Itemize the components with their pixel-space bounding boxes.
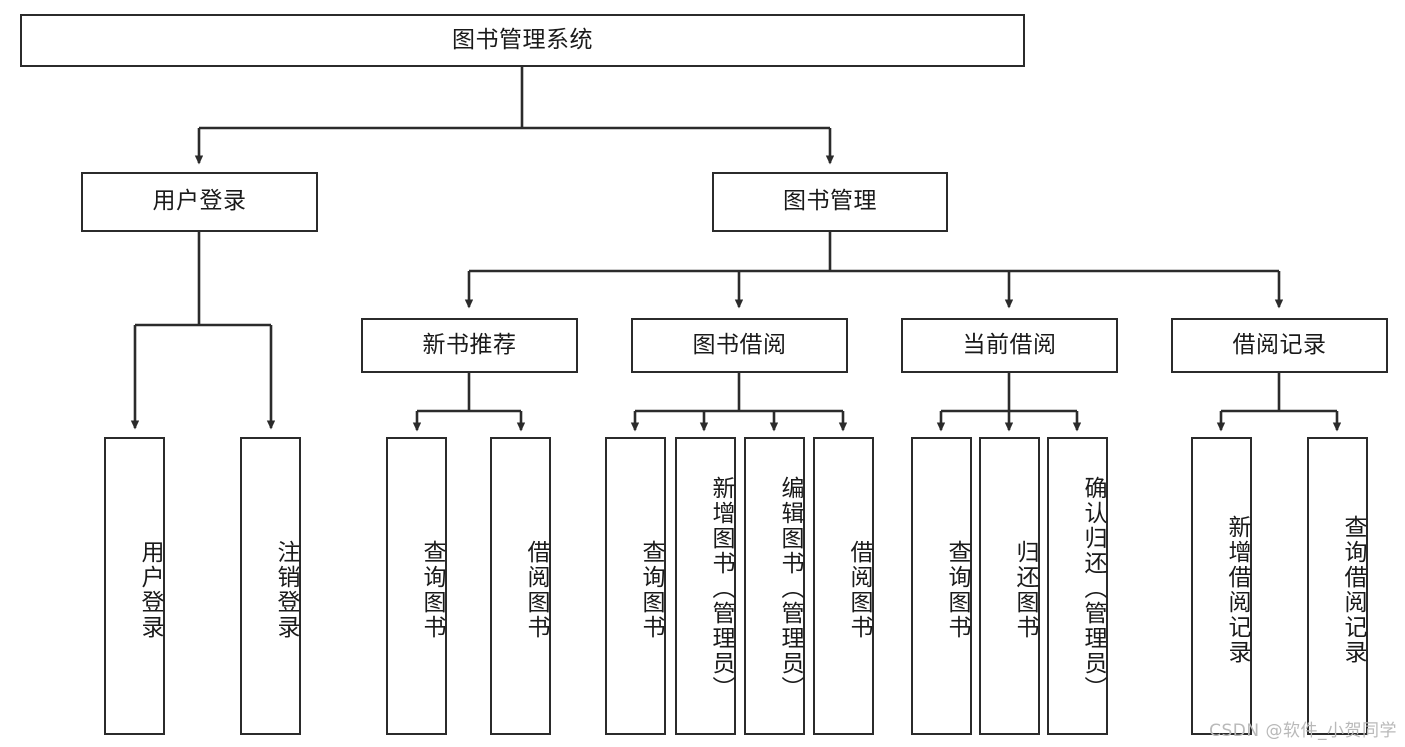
leaf-return-book[interactable]: 归还图书 [979,437,1040,735]
leaf-query-book-recommend[interactable]: 查询图书 [386,437,447,735]
leaf-borrow-book-recommend[interactable]: 借阅图书 [490,437,551,735]
leaf-add-borrow-record[interactable]: 新增借阅记录 [1191,437,1252,735]
leaf-logout-login[interactable]: 注销登录 [240,437,301,735]
leaf-query-book-current[interactable]: 查询图书 [911,437,972,735]
node-book-management[interactable]: 图书管理 [712,172,948,232]
leaf-query-book-borrow[interactable]: 查询图书 [605,437,666,735]
leaf-confirm-return-admin[interactable]: 确认归还（管理员） [1047,437,1108,735]
csdn-watermark: CSDN @软件_小贺同学 [1209,721,1397,741]
node-current-borrow[interactable]: 当前借阅 [901,318,1118,373]
leaf-borrow-book-borrow[interactable]: 借阅图书 [813,437,874,735]
leaf-query-borrow-record[interactable]: 查询借阅记录 [1307,437,1368,735]
node-new-book-recommend[interactable]: 新书推荐 [361,318,578,373]
leaf-add-book-admin[interactable]: 新增图书（管理员） [675,437,736,735]
node-user-login[interactable]: 用户登录 [81,172,318,232]
leaf-user-login[interactable]: 用户登录 [104,437,165,735]
node-book-borrow[interactable]: 图书借阅 [631,318,848,373]
node-borrow-record[interactable]: 借阅记录 [1171,318,1388,373]
leaf-edit-book-admin[interactable]: 编辑图书（管理员） [744,437,805,735]
node-root[interactable]: 图书管理系统 [20,14,1025,67]
